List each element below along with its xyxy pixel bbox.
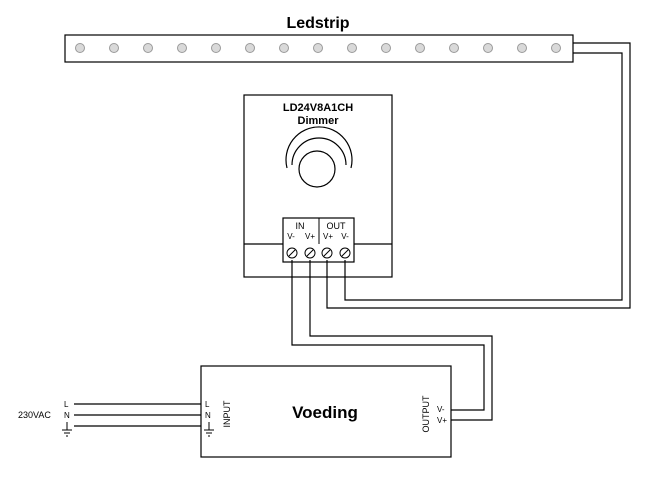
psu-input-label: INPUT — [222, 400, 232, 428]
psu-out-vplus: V+ — [437, 416, 447, 425]
led — [143, 43, 153, 53]
knob-arc-inner — [291, 137, 347, 166]
wire-in-vminus — [291, 260, 485, 411]
wire-out-vplus-outer — [326, 42, 631, 309]
terminal-out-label: OUT — [327, 221, 347, 231]
led — [347, 43, 357, 53]
mains-n: N — [64, 411, 70, 420]
terminal-screw-slot — [306, 249, 314, 257]
led — [381, 43, 391, 53]
psu-out-vminus: V- — [437, 405, 445, 414]
wire-out-vminus-inner — [344, 52, 623, 301]
psu-in-l: L — [205, 400, 210, 409]
dimmer-name: Dimmer — [298, 115, 340, 127]
mains-l: L — [64, 400, 69, 409]
psu-name: Voeding — [292, 403, 358, 422]
knob-arc-outer — [285, 126, 353, 169]
terminal-label-4: V- — [341, 232, 349, 241]
led — [75, 43, 85, 53]
led — [211, 43, 221, 53]
mains-voltage: 230VAC — [18, 410, 51, 420]
led — [177, 43, 187, 53]
led — [109, 43, 119, 53]
terminal-label-1: V- — [287, 232, 295, 241]
led — [517, 43, 527, 53]
terminal-screw-slot — [323, 249, 331, 257]
psu-body — [200, 365, 452, 458]
led — [483, 43, 493, 53]
ledstrip-title: Ledstrip — [286, 15, 349, 32]
led — [279, 43, 289, 53]
terminal-label-2: V+ — [305, 232, 315, 241]
terminal-in-label: IN — [296, 221, 305, 231]
terminal-label-3: V+ — [323, 232, 333, 241]
dimmer-model: LD24V8A1CH — [283, 102, 353, 114]
psu-ground-icon — [204, 422, 214, 437]
mains-ground-icon — [62, 422, 72, 437]
psu-output-label: OUTPUT — [421, 395, 431, 433]
led — [551, 43, 561, 53]
led — [245, 43, 255, 53]
terminal-screws — [286, 247, 351, 259]
terminal-screw-slot — [288, 249, 296, 257]
led-row — [75, 43, 561, 53]
terminal-screw-slot — [341, 249, 349, 257]
led — [449, 43, 459, 53]
dimmer-knob — [298, 150, 336, 188]
led — [415, 43, 425, 53]
psu-in-n: N — [205, 411, 211, 420]
led — [313, 43, 323, 53]
wire-in-vplus — [309, 260, 493, 421]
